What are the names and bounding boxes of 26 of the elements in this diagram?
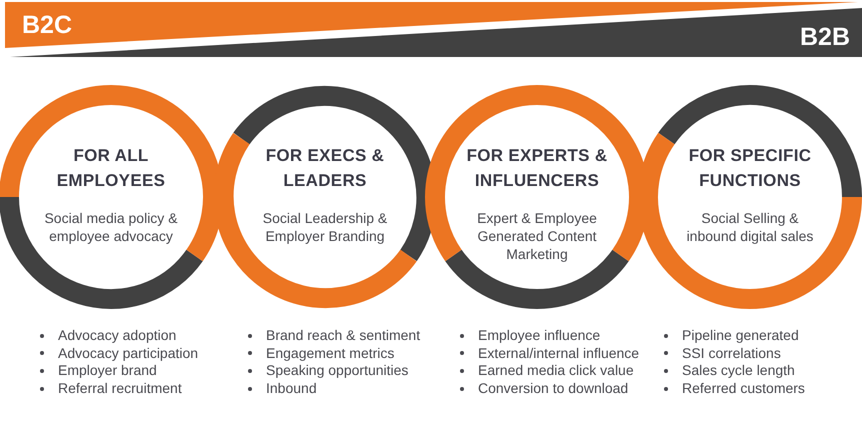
description-text: Social media policy & employee advocacy — [43, 209, 179, 245]
metric-text: External/internal influence — [478, 344, 640, 362]
heading-text: FOR ALL EMPLOYEES — [56, 145, 166, 192]
segment-label: B2B — [800, 25, 850, 50]
metric-text: Pipeline generated — [682, 327, 799, 344]
heading-text: FOR EXPERTS & INFLUENCERS — [466, 145, 608, 192]
metric-text: Advocacy adoption — [58, 327, 176, 344]
metric-text: Sales cycle length — [682, 362, 795, 380]
description-text: Social Selling & inbound digital sales — [686, 209, 814, 245]
description-text: Social Leadership & Employer Branding — [262, 209, 388, 245]
metric-text: Inbound — [266, 380, 317, 398]
heading-text: FOR SPECIFIC FUNCTIONS — [688, 145, 812, 192]
metric-text: SSI correlations — [682, 344, 781, 362]
metric-text: Referred customers — [682, 380, 805, 398]
metric-text: Conversion to download — [478, 380, 628, 398]
heading-text: FOR EXECS & LEADERS — [264, 145, 386, 192]
metric-text: Engagement metrics — [266, 344, 394, 362]
metric-text: Advocacy participation — [58, 344, 198, 362]
metric-text: Brand reach & sentiment — [266, 327, 420, 344]
metric-text: Speaking opportunities — [266, 362, 408, 380]
description-text: Expert & Employee Generated Content Marketing — [476, 209, 598, 263]
metric-text: Employer brand — [58, 362, 157, 380]
metric-text: Referral recruitment — [58, 380, 182, 398]
segment-label: B2C — [22, 13, 72, 38]
metric-text: Earned media click value — [478, 362, 634, 380]
metric-text: Employee influence — [478, 327, 600, 344]
